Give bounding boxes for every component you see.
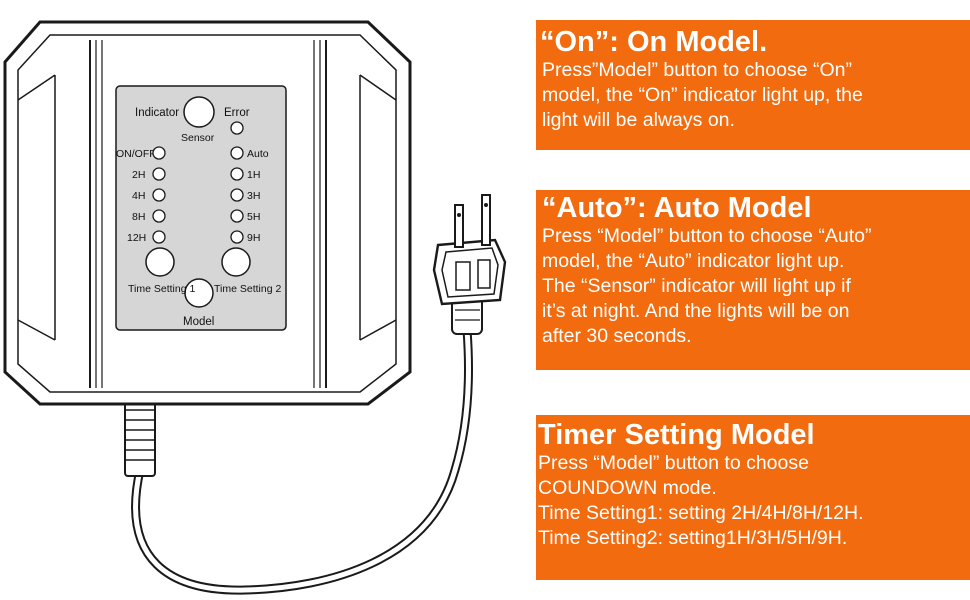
indicator-label-auto: Auto [247, 148, 269, 160]
power-plug [432, 194, 507, 335]
indicator-label-4h: 4H [132, 190, 145, 202]
indicator-label-12h: 12H [127, 232, 146, 244]
error-indicator-light [230, 121, 244, 135]
callout-on-title: “On”: On Model. [540, 26, 768, 58]
indicator-light-onoff [152, 146, 166, 160]
callout-on-line: model, the “On” indicator light up, the [542, 84, 863, 106]
time-setting-2-button[interactable] [221, 247, 251, 277]
indicator-light-8h [152, 209, 166, 223]
indicator-light-4h [152, 188, 166, 202]
callout-timer-line: COUNDOWN mode. [538, 477, 717, 499]
callout-auto-line: after 30 seconds. [542, 325, 692, 347]
indicator-label: Indicator [135, 107, 179, 119]
callout-timer-setting-model: Timer Setting Model Press “Model” button… [536, 415, 970, 580]
callout-on-line: light will be always on. [542, 109, 735, 131]
indicator-label-2h: 2H [132, 169, 145, 181]
error-label: Error [224, 107, 250, 119]
callout-on-model: “On”: On Model. Press”Model” button to c… [536, 20, 970, 150]
indicator-label-onoff: ON/OFF [116, 148, 156, 160]
callout-auto-title: “Auto”: Auto Model [542, 192, 812, 224]
callout-auto-model: “Auto”: Auto Model Press “Model” button … [536, 190, 970, 370]
indicator-light-12h [152, 230, 166, 244]
indicator-label-1h: 1H [247, 169, 260, 181]
indicator-light-1h [230, 167, 244, 181]
model-button[interactable] [184, 278, 214, 308]
indicator-label-8h: 8H [132, 211, 145, 223]
model-label: Model [183, 316, 214, 328]
indicator-light-2h [152, 167, 166, 181]
indicator-light-9h [230, 230, 244, 244]
callout-auto-line: The “Sensor” indicator will light up if [542, 275, 851, 297]
strain-relief [124, 397, 156, 477]
sensor-window [183, 96, 215, 128]
indicator-label-5h: 5H [247, 211, 260, 223]
indicator-light-auto [230, 146, 244, 160]
indicator-light-5h [230, 209, 244, 223]
time-setting-2-label: Time Setting 2 [214, 283, 281, 295]
callout-auto-line: model, the “Auto” indicator light up. [542, 250, 845, 272]
time-setting-1-label: Time Setting 1 [128, 283, 195, 295]
callout-timer-title: Timer Setting Model [538, 419, 815, 451]
callout-timer-line: Press “Model” button to choose [538, 452, 809, 474]
callout-auto-line: it’s at night. And the lights will be on [542, 300, 850, 322]
indicator-light-3h [230, 188, 244, 202]
left-indicator-column: ON/OFF 2H 4H 8H 12H [116, 146, 166, 244]
timer-controller-illustration: Indicator Sensor Error ON/OFF 2H 4H 8H 1… [3, 20, 507, 595]
right-indicator-column: Auto 1H 3H 5H 9H [230, 146, 269, 244]
callout-timer-line: Time Setting1: setting 2H/4H/8H/12H. [538, 502, 864, 524]
sensor-label: Sensor [181, 132, 215, 144]
callout-auto-line: Press “Model” button to choose “Auto” [542, 225, 872, 247]
indicator-label-3h: 3H [247, 190, 260, 202]
indicator-label-9h: 9H [247, 232, 260, 244]
callout-on-line: Press”Model” button to choose “On” [542, 59, 852, 81]
time-setting-1-button[interactable] [145, 247, 175, 277]
callout-timer-line: Time Setting2: setting1H/3H/5H/9H. [538, 527, 848, 549]
